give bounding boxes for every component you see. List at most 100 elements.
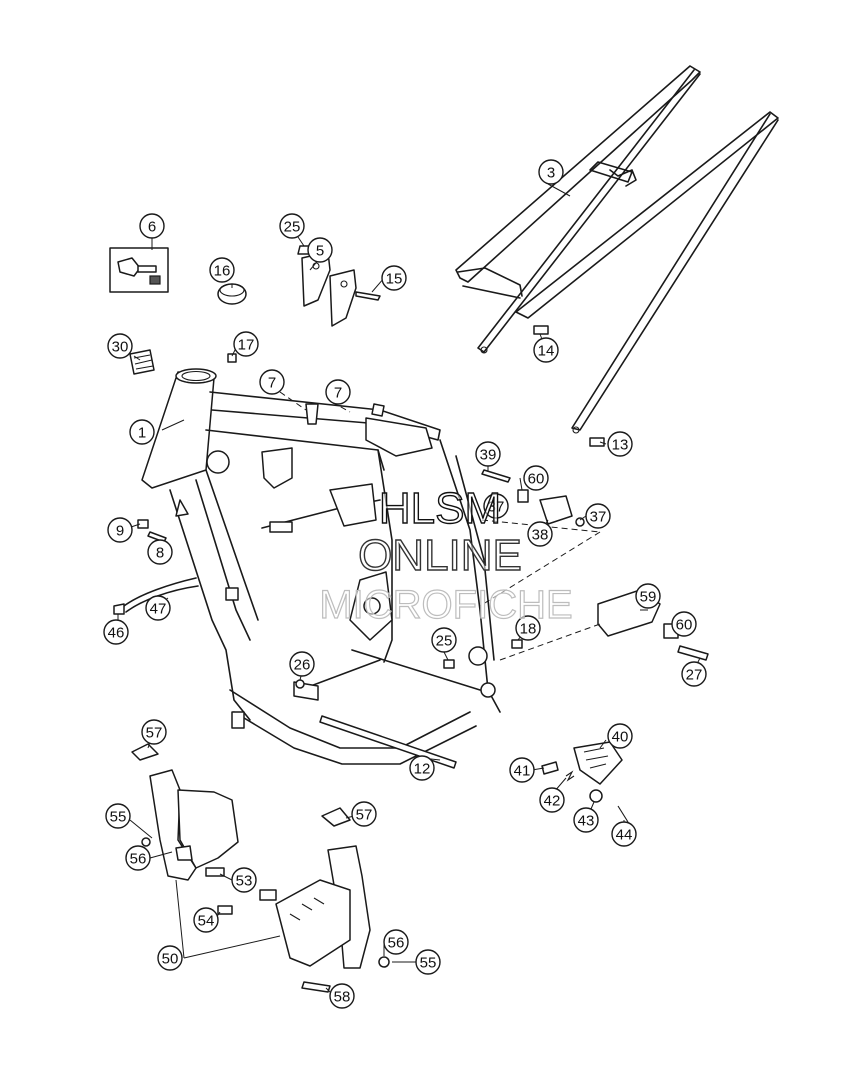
callout-37: 37	[483, 493, 509, 519]
callout-number: 56	[388, 935, 405, 952]
callout-number: 46	[108, 625, 125, 642]
callout-15: 15	[381, 265, 407, 291]
callout-60: 60	[671, 611, 697, 637]
callout-ring	[515, 615, 541, 641]
watermark-line-1: HLSM	[379, 484, 501, 533]
callout-number: 53	[236, 873, 253, 890]
callout-number: 55	[420, 955, 437, 972]
callout-ring	[409, 755, 435, 781]
callout-ring	[233, 331, 259, 357]
callout-number: 14	[538, 343, 555, 360]
callout-group: 1356778912131415161718252526273037373839…	[103, 159, 707, 1009]
callout-number: 26	[294, 657, 311, 674]
callout-57: 57	[351, 801, 377, 827]
callout-number: 12	[414, 761, 431, 778]
main-frame	[141, 368, 501, 765]
callout-ring	[539, 787, 565, 813]
callout-ring	[129, 419, 155, 445]
callout-27: 27	[681, 661, 707, 687]
callout-number: 7	[334, 385, 342, 402]
callout-3: 3	[538, 159, 564, 185]
callout-number: 42	[544, 793, 561, 810]
callout-ring	[431, 627, 457, 653]
callout-ring	[585, 503, 611, 529]
callout-number: 55	[110, 809, 127, 826]
callout-ring	[351, 801, 377, 827]
watermark: HLSM ONLINE MICROFICHE	[319, 483, 574, 627]
callout-59: 59	[635, 583, 661, 609]
callout-number: 43	[578, 813, 595, 830]
callout-47: 47	[145, 595, 171, 621]
callout-number: 3	[547, 165, 555, 182]
callout-7: 7	[325, 379, 351, 405]
callout-42: 42	[539, 787, 565, 813]
callout-13: 13	[607, 431, 633, 457]
callout-number: 44	[616, 827, 633, 844]
callout-number: 18	[520, 621, 537, 638]
callout-number: 17	[238, 337, 255, 354]
callout-ring	[635, 583, 661, 609]
watermark-line-2: ONLINE	[358, 531, 522, 580]
callout-55: 55	[105, 803, 131, 829]
callout-5: 5	[307, 237, 333, 263]
callout-number: 57	[146, 725, 163, 742]
callout-number: 27	[686, 667, 703, 684]
callout-number: 37	[590, 509, 607, 526]
callout-ring	[105, 803, 131, 829]
callout-ring	[573, 807, 599, 833]
callout-number: 57	[356, 807, 373, 824]
callout-ring	[103, 619, 129, 645]
callout-50: 50	[157, 945, 183, 971]
callout-number: 58	[334, 989, 351, 1006]
callout-ring	[607, 431, 633, 457]
callout-number: 54	[198, 913, 215, 930]
callout-ring	[325, 379, 351, 405]
callout-number: 8	[156, 545, 164, 562]
callout-ring	[209, 257, 235, 283]
callout-56: 56	[383, 929, 409, 955]
callout-25: 25	[279, 213, 305, 239]
callout-number: 50	[162, 951, 179, 968]
callout-ring	[289, 651, 315, 677]
callout-ring	[527, 521, 553, 547]
callout-ring	[279, 213, 305, 239]
callout-number: 25	[284, 219, 301, 236]
callout-ring	[415, 949, 441, 975]
callout-ring	[307, 237, 333, 263]
callout-ring	[125, 845, 151, 871]
callout-ring	[381, 265, 407, 291]
callout-26: 26	[289, 651, 315, 677]
watermark-line-3: MICROFICHE	[319, 583, 572, 627]
callout-number: 15	[386, 271, 403, 288]
callout-number: 38	[532, 527, 549, 544]
callout-ring	[523, 465, 549, 491]
callout-ring	[681, 661, 707, 687]
callout-57: 57	[141, 719, 167, 745]
callout-41: 41	[509, 757, 535, 783]
callout-38: 38	[527, 521, 553, 547]
callout-46: 46	[103, 619, 129, 645]
callout-16: 16	[209, 257, 235, 283]
callout-ring	[483, 493, 509, 519]
callout-40: 40	[607, 723, 633, 749]
callout-ring	[533, 337, 559, 363]
callout-number: 16	[214, 263, 231, 280]
callout-ring	[157, 945, 183, 971]
callout-number: 60	[676, 617, 693, 634]
callout-number: 5	[316, 243, 324, 260]
callout-number: 60	[528, 471, 545, 488]
callout-ring	[383, 929, 409, 955]
callout-number: 41	[514, 763, 531, 780]
callout-39: 39	[475, 441, 501, 467]
callout-ring	[509, 757, 535, 783]
callout-number: 1	[138, 425, 146, 442]
callout-58: 58	[329, 983, 355, 1009]
callout-56: 56	[125, 845, 151, 871]
callout-number: 25	[436, 633, 453, 650]
callout-ring	[231, 867, 257, 893]
callout-18: 18	[515, 615, 541, 641]
callout-ring	[607, 723, 633, 749]
callout-ring	[193, 907, 219, 933]
callout-37: 37	[585, 503, 611, 529]
